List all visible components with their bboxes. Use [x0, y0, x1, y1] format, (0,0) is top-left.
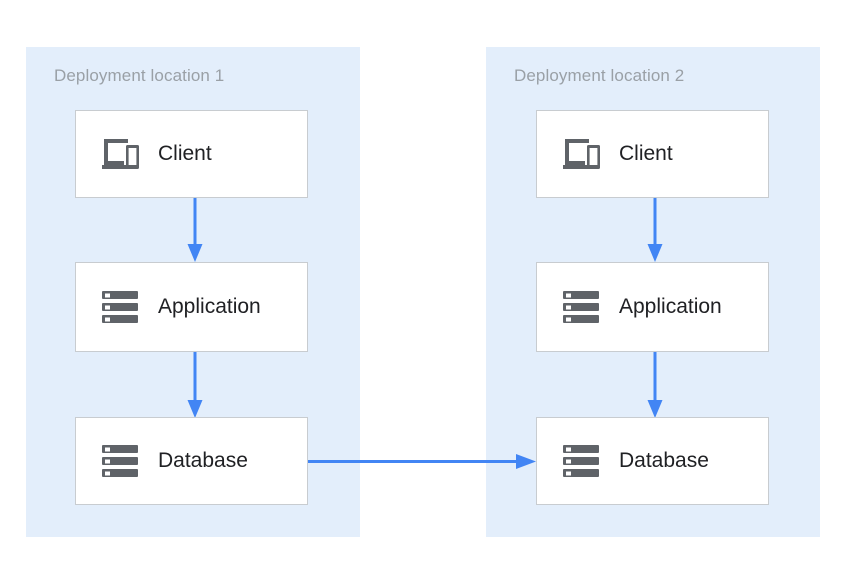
- edge-database1-to-database2: [308, 452, 538, 472]
- node-client-2[interactable]: Client: [536, 110, 769, 198]
- edge-client1-to-application1: [185, 196, 205, 264]
- edge-client2-to-application2: [645, 196, 665, 264]
- server-icon: [98, 285, 142, 329]
- node-client-2-label: Client: [619, 142, 673, 165]
- node-database-2-label: Database: [619, 449, 709, 472]
- node-application-1[interactable]: Application: [75, 262, 308, 352]
- node-client-1[interactable]: Client: [75, 110, 308, 198]
- deployment-zone-1-label: Deployment location 1: [54, 66, 225, 85]
- server-icon: [98, 439, 142, 483]
- node-database-1[interactable]: Database: [75, 417, 308, 505]
- node-database-2[interactable]: Database: [536, 417, 769, 505]
- node-application-2[interactable]: Application: [536, 262, 769, 352]
- devices-icon: [98, 132, 142, 176]
- deployment-zone-2-label: Deployment location 2: [514, 66, 685, 85]
- node-application-2-label: Application: [619, 295, 722, 318]
- node-client-1-label: Client: [158, 142, 212, 165]
- edge-application1-to-database1: [185, 350, 205, 420]
- node-database-1-label: Database: [158, 449, 248, 472]
- devices-icon: [559, 132, 603, 176]
- server-icon: [559, 285, 603, 329]
- edge-application2-to-database2: [645, 350, 665, 420]
- node-application-1-label: Application: [158, 295, 261, 318]
- server-icon: [559, 439, 603, 483]
